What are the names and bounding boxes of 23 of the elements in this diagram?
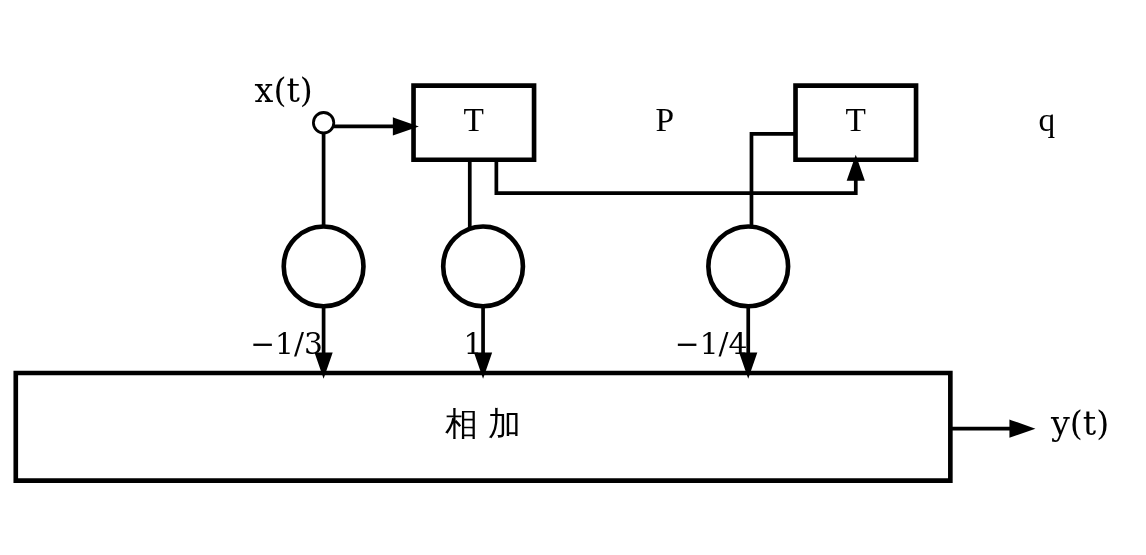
- node-text: y(t): [1051, 403, 1110, 443]
- connector: [749, 131, 796, 227]
- arrow: [950, 419, 1036, 438]
- arrow: [473, 306, 493, 379]
- node-label: x(t): [254, 70, 313, 110]
- arrow: [494, 154, 865, 195]
- node-circle: [706, 223, 791, 309]
- node-box: 相 加: [13, 370, 953, 483]
- arrow: [739, 306, 758, 379]
- label: P: [655, 100, 675, 138]
- edge-label: −1/4: [674, 325, 748, 361]
- node-circle: [440, 223, 526, 309]
- label: q: [1038, 100, 1056, 138]
- arrow: [314, 306, 333, 379]
- node-box: T: [411, 82, 537, 162]
- node-circle: [281, 223, 366, 309]
- node-circle: [312, 110, 336, 134]
- connector: [321, 132, 326, 226]
- edge-label: −1/3: [250, 325, 323, 361]
- node-box: T: [793, 82, 919, 162]
- arrow: [333, 116, 419, 135]
- edge-label: 1: [463, 325, 483, 361]
- connector: [467, 159, 472, 228]
